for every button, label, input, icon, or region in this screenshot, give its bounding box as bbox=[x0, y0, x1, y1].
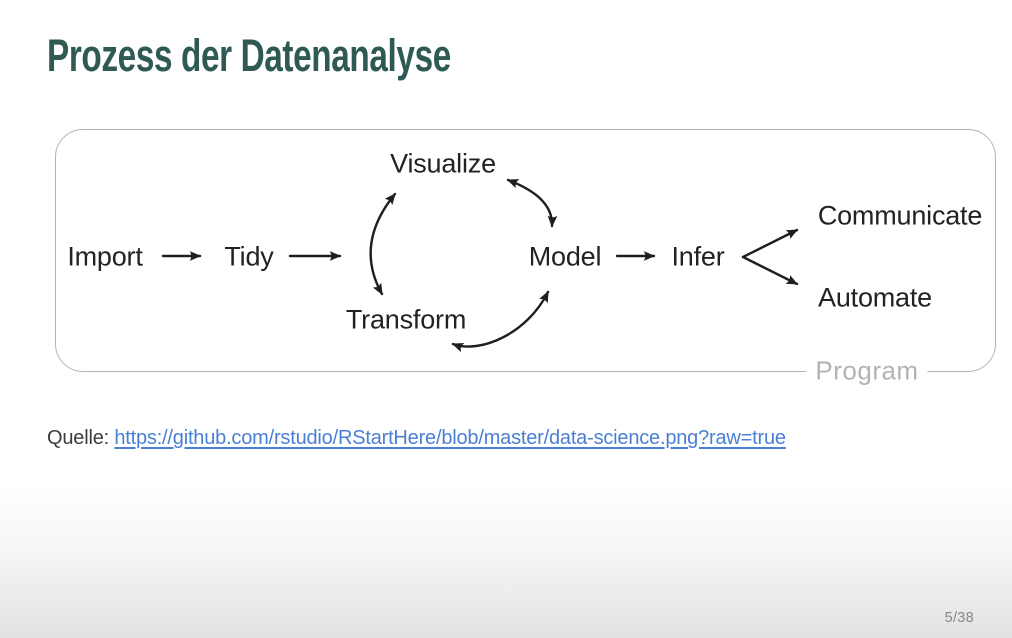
node-communicate: Communicate bbox=[817, 200, 983, 231]
slide-title: Prozess der Datenanalyse bbox=[47, 30, 451, 81]
page-number: 5/38 bbox=[944, 610, 974, 626]
source-link[interactable]: https://github.com/rstudio/RStartHere/bl… bbox=[114, 427, 786, 449]
source-caption: Quelle: https://github.com/rstudio/RStar… bbox=[47, 427, 786, 450]
node-model: Model bbox=[528, 241, 602, 272]
source-label: Quelle: bbox=[47, 427, 109, 449]
node-transform: Transform bbox=[345, 304, 467, 335]
node-import: Import bbox=[67, 241, 143, 272]
node-visualize: Visualize bbox=[390, 148, 496, 179]
node-infer: Infer bbox=[671, 241, 725, 272]
node-tidy: Tidy bbox=[224, 241, 274, 272]
node-automate: Automate bbox=[818, 282, 932, 313]
program-panel-label: Program bbox=[806, 355, 928, 387]
workflow-panel bbox=[55, 129, 996, 372]
